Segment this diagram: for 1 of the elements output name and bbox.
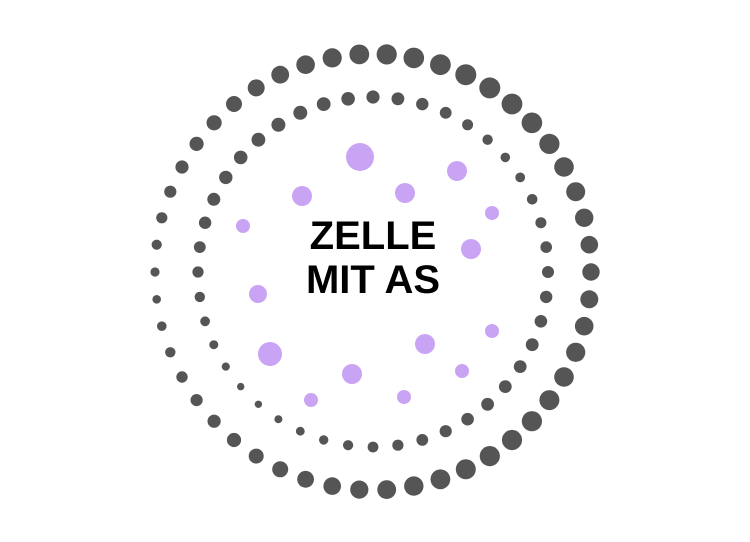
title-text: ZELLE MIT AS <box>304 214 442 302</box>
